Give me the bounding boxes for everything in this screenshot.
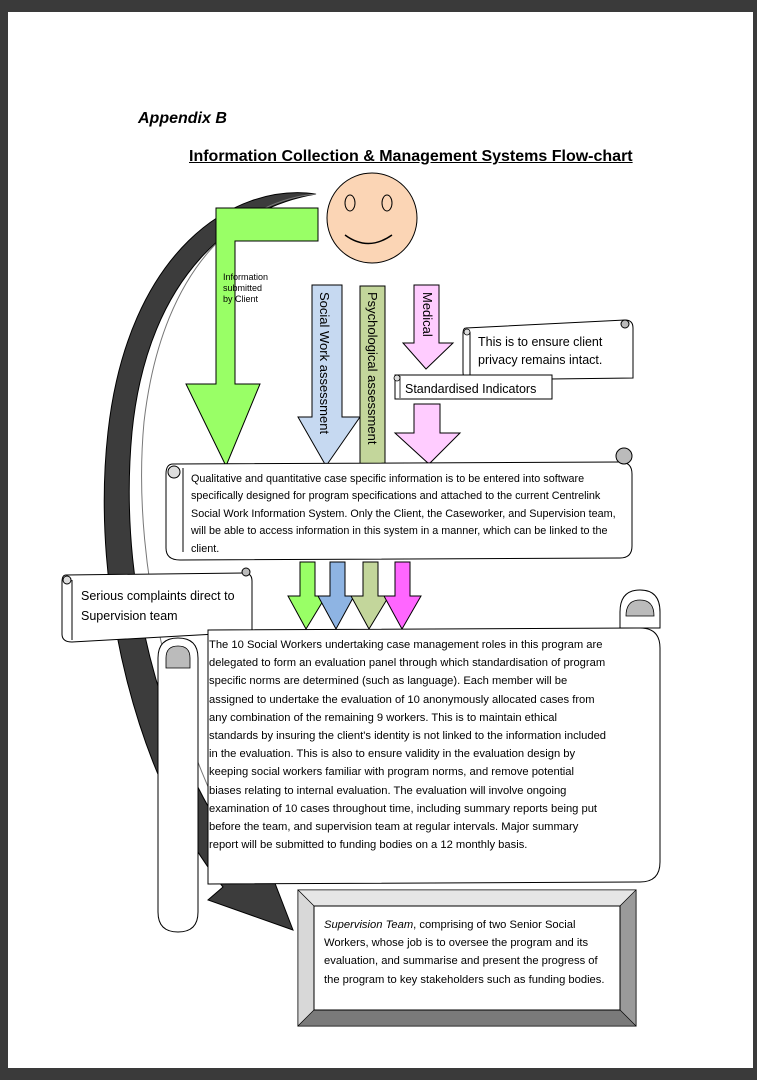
social-work-arrow: [297, 284, 361, 467]
evaluation-text: The 10 Social Workers undertaking case m…: [209, 639, 607, 852]
privacy-scroll: [462, 319, 634, 381]
client-smiley-face: [326, 172, 418, 264]
supervision-text: Supervision Team, comprising of two Seni…: [324, 916, 614, 989]
complaints-text: Serious complaints direct to Supervision…: [81, 589, 235, 623]
supervision-body: , comprising of two Senior Social Worker…: [324, 919, 605, 986]
page-title: Information Collection & Management Syst…: [189, 148, 633, 165]
blue-small-arrow: [317, 561, 355, 631]
olive-small-arrow: [350, 561, 390, 631]
client-info-label: Information submitted by Client: [223, 272, 269, 304]
appendix-label: Appendix B: [138, 110, 227, 127]
evaluation-scroll: [157, 589, 661, 933]
supervision-frame: [297, 889, 637, 1027]
privacy-text: This is to ensure client privacy remains…: [478, 335, 603, 367]
indicators-text: Standardised Indicators: [405, 382, 537, 396]
social-work-label: Social Work assessment: [317, 292, 332, 435]
information-entry-text: Qualitative and quantitative case specif…: [191, 473, 616, 555]
medical-arrow: [401, 284, 455, 370]
client-info-arrow: [185, 207, 319, 468]
indicators-box: [393, 374, 553, 400]
green-small-arrow: [287, 561, 327, 631]
flowchart-graphics: [61, 172, 661, 1027]
information-entry-scroll: [165, 447, 633, 561]
indicators-arrow: [393, 403, 462, 465]
magenta-small-arrow: [383, 561, 422, 631]
psychological-label: Psychological assessment: [365, 292, 380, 445]
complaints-scroll: [61, 567, 253, 643]
medical-label: Medical: [420, 292, 435, 337]
supervision-heading: Supervision Team: [324, 919, 414, 931]
document-page: Appendix B Information Collection & Mana…: [8, 12, 753, 1068]
psychological-assessment-bar: [359, 285, 386, 465]
